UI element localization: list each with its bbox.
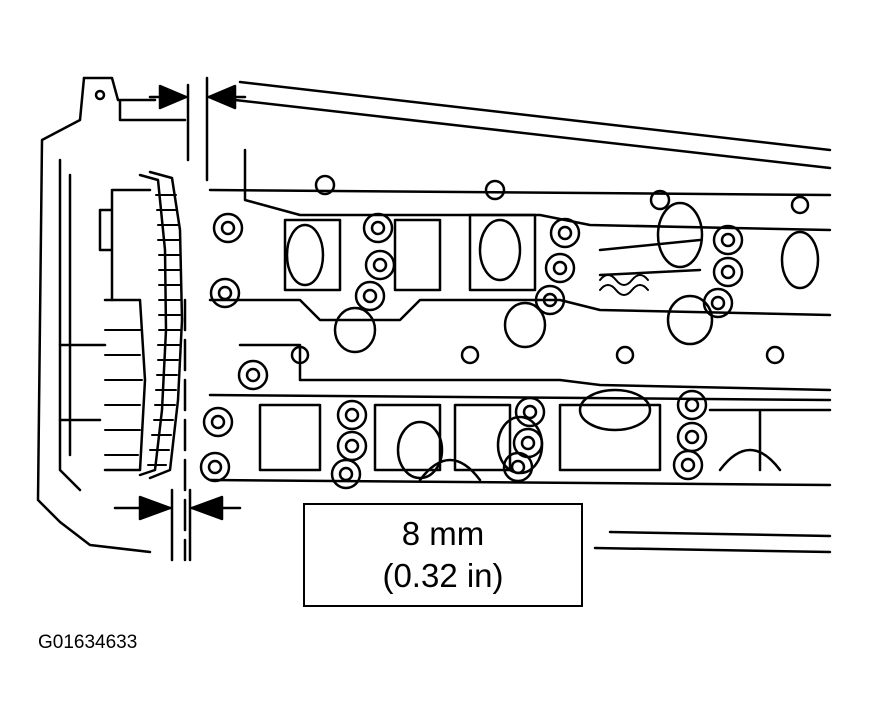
lower-camshaft [208, 343, 832, 487]
measurement-imperial: (0.32 in) [382, 557, 504, 594]
dimension-arrow-icon [113, 495, 242, 521]
dimension-arrow-icon [148, 84, 247, 110]
measurement-metric: 8 mm [401, 515, 485, 552]
bolt-icon [199, 212, 744, 490]
measurement-callout: 8 mm (0.32 in) [303, 503, 583, 607]
reference-lines [170, 76, 209, 562]
upper-camshaft [208, 148, 832, 354]
figure-id: G01634633 [38, 632, 138, 653]
camshaft-sprocket [58, 170, 184, 480]
head-outline [36, 76, 832, 554]
